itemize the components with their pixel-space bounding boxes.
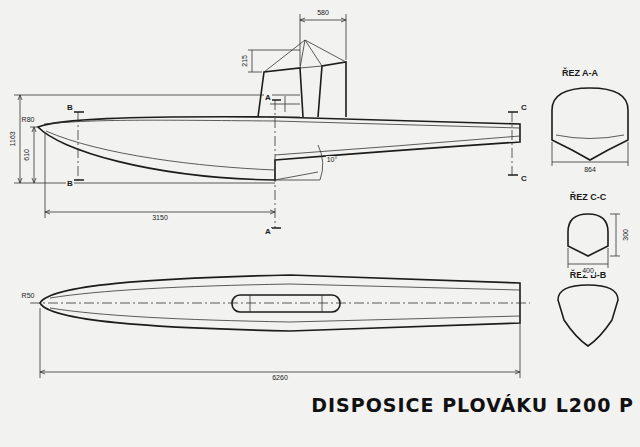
section-c-c	[568, 214, 608, 256]
dimension-line	[552, 142, 628, 166]
angle-value: 10°	[326, 156, 339, 164]
chine-line	[46, 131, 275, 170]
section-marker-letter: C	[520, 175, 528, 184]
fitting-line	[268, 96, 300, 117]
section-marker-letter: B	[66, 104, 74, 113]
dimension-line	[14, 95, 300, 183]
chine-line	[50, 308, 520, 322]
dimension-line	[45, 133, 275, 218]
sections	[552, 88, 628, 346]
dimension-line	[30, 127, 38, 183]
dimension-value: 300	[622, 228, 630, 242]
deck-line	[44, 120, 520, 128]
drawing-title: DISPOSICE PLOVÁKU L200 P	[311, 395, 634, 416]
section-marker	[74, 100, 518, 228]
dimension-line	[568, 214, 620, 268]
chine-line	[275, 136, 520, 155]
dimension-value: 1163	[9, 130, 17, 147]
section-line	[275, 100, 276, 228]
hull-outline	[38, 117, 520, 180]
radius-value: R80	[21, 116, 36, 124]
hatch	[232, 295, 340, 312]
strut	[318, 62, 346, 117]
section-marker-letter: A	[264, 94, 272, 103]
dimension-value: 215	[241, 54, 249, 68]
section-line	[78, 112, 79, 180]
strut	[258, 68, 303, 117]
dimension-value: 580	[316, 9, 330, 17]
section-marker-letter: B	[66, 180, 74, 189]
dimension-line	[248, 50, 300, 72]
section-title: ŘEZ C-C	[569, 193, 608, 203]
section-line	[556, 135, 624, 139]
plan-view	[30, 275, 530, 378]
dimension-line	[40, 308, 520, 378]
dimension-value: 3150	[151, 214, 169, 222]
angle-arc	[275, 145, 323, 180]
dimension-value: 610	[23, 148, 31, 162]
dimension-value: 400	[581, 267, 595, 275]
section-line	[512, 112, 513, 175]
dimension-value: 6260	[271, 374, 289, 382]
section-marker-letter: A	[264, 228, 272, 237]
dimension-value: 864	[583, 166, 597, 174]
dimension-line	[300, 14, 346, 66]
leader-line	[264, 40, 346, 72]
section-a-a	[552, 88, 628, 160]
chine-line	[50, 284, 520, 298]
strut-line	[300, 66, 322, 68]
hatch-line	[250, 295, 322, 312]
section-b-b	[558, 285, 618, 346]
radius-value: R50	[21, 292, 36, 300]
section-title: ŘEZ A-A	[561, 69, 599, 79]
side-view	[14, 14, 520, 228]
center-line	[30, 303, 530, 304]
section-marker-letter: C	[520, 104, 528, 113]
